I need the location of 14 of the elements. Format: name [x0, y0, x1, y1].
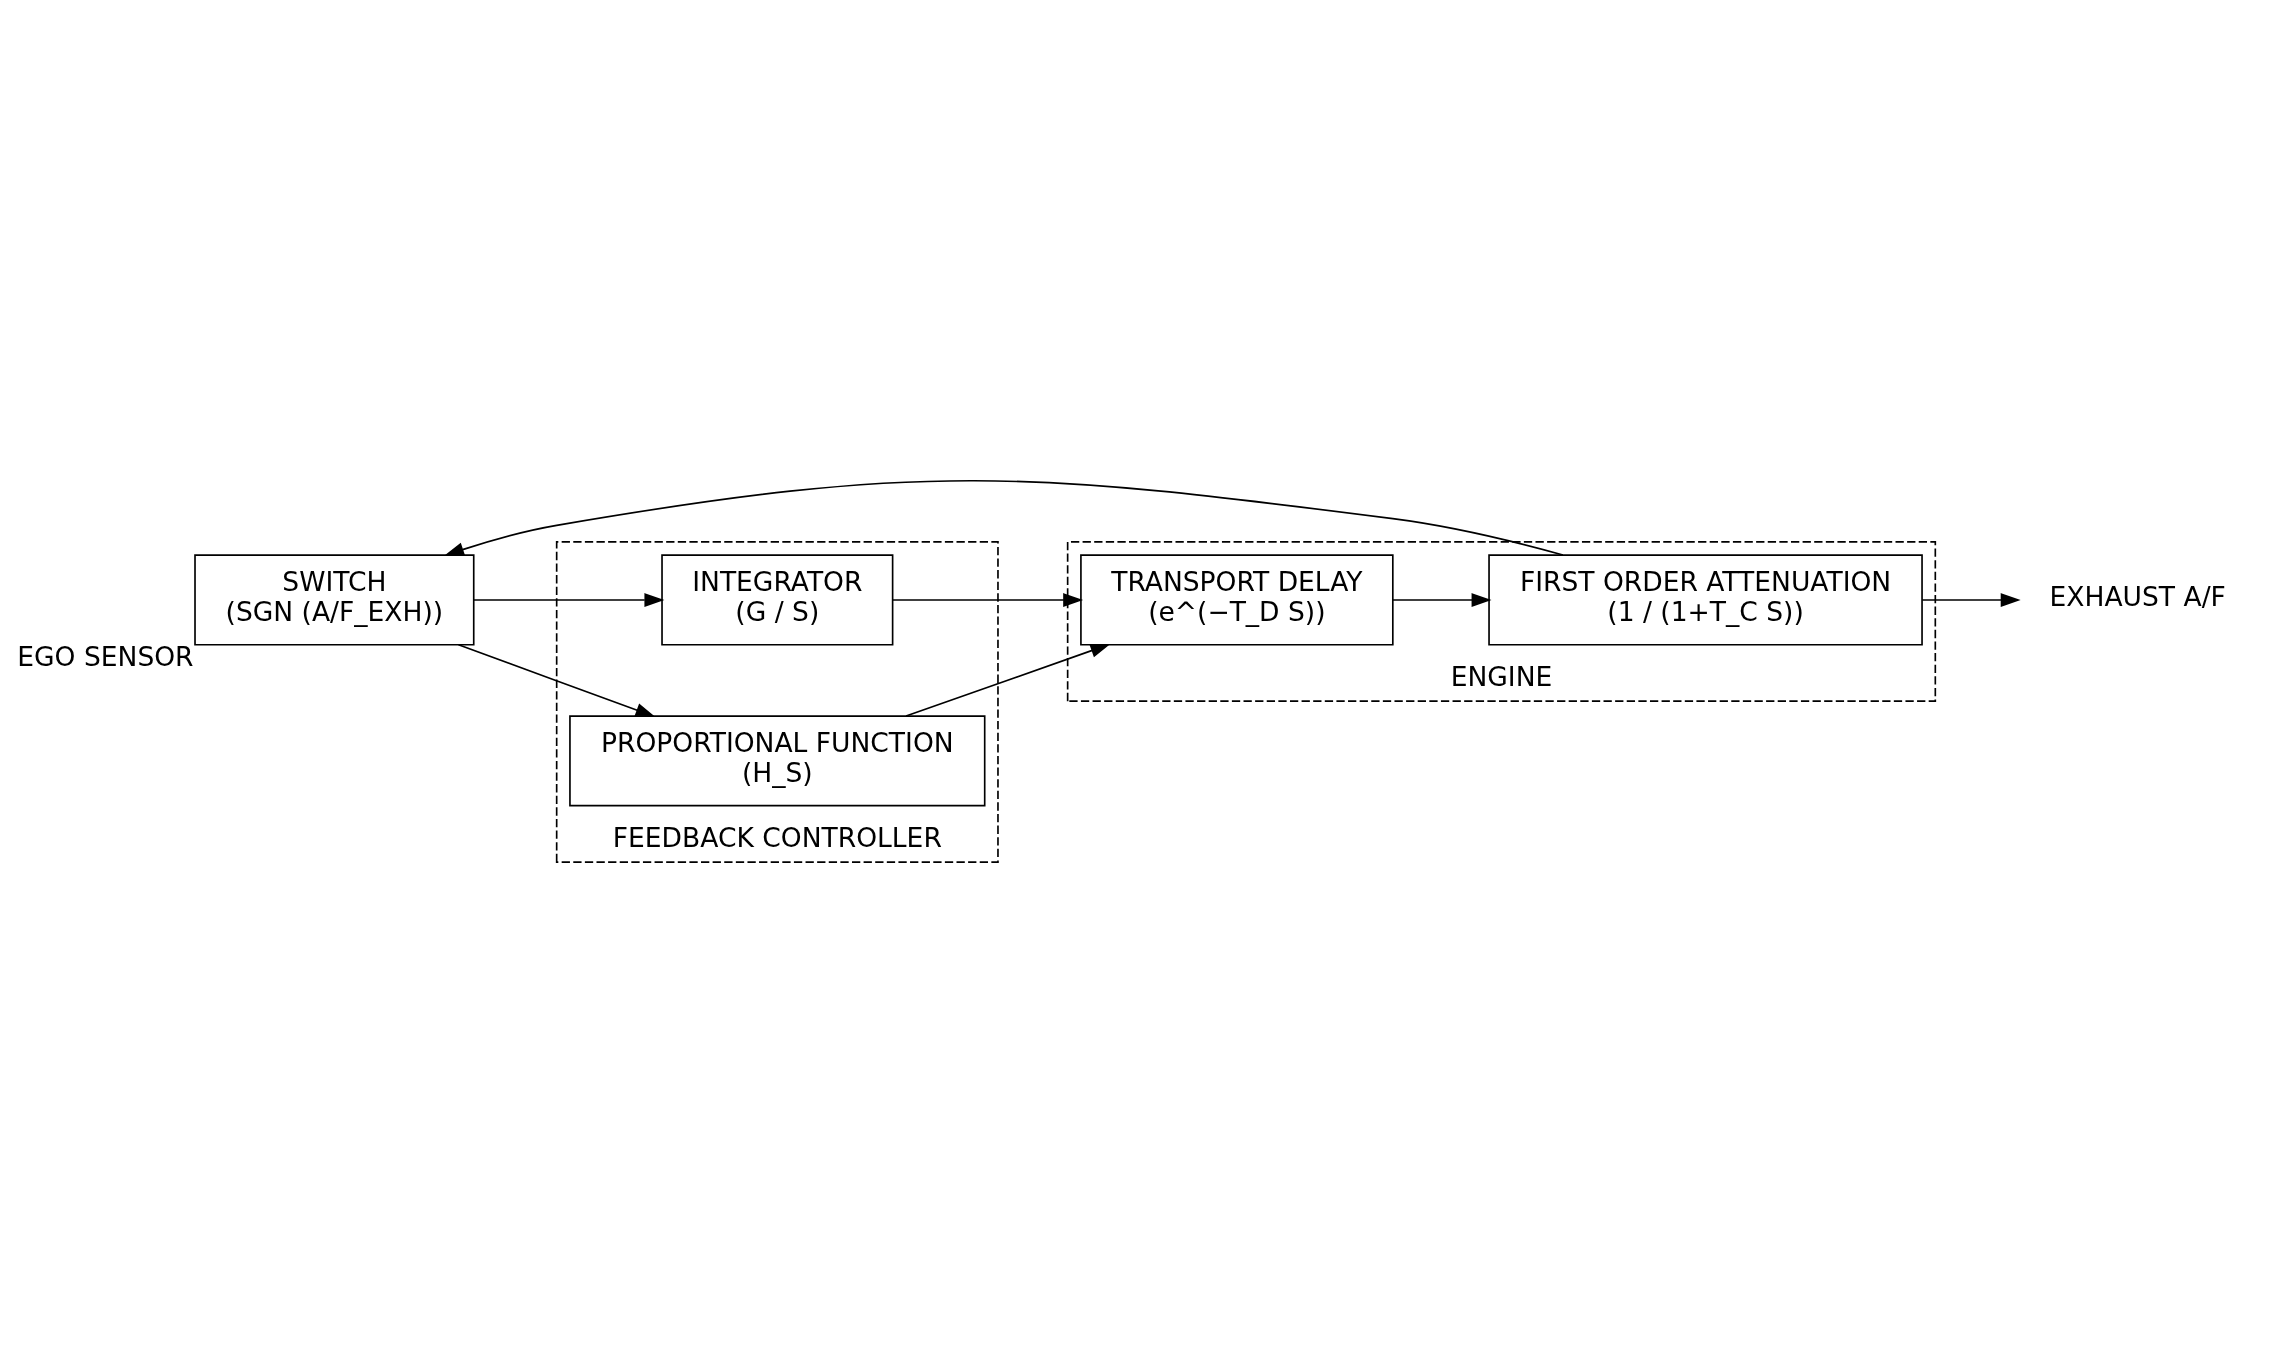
- node-text: EXHAUST A/F: [2049, 580, 2226, 612]
- arrow: [905, 643, 1111, 717]
- arrow: [457, 643, 656, 717]
- arrow: [1392, 592, 1492, 607]
- node-box: TRANSPORT DELAY (e^(−T_D S)): [1080, 553, 1394, 646]
- node-box: PROPORTIONAL FUNCTION (H_S): [569, 714, 986, 807]
- arrow: [1921, 592, 2021, 607]
- node-label: EGO SENSOR: [17, 640, 194, 672]
- node-box: INTEGRATOR (G / S): [661, 553, 894, 646]
- node-box: FIRST ORDER ATTENUATION (1 / (1+T_C S)): [1488, 553, 1923, 646]
- arrow: [473, 592, 665, 607]
- arrow: [892, 592, 1084, 607]
- node-box: SWITCH (SGN (A/F_EXH)): [194, 553, 475, 646]
- arrow: [444, 479, 1564, 556]
